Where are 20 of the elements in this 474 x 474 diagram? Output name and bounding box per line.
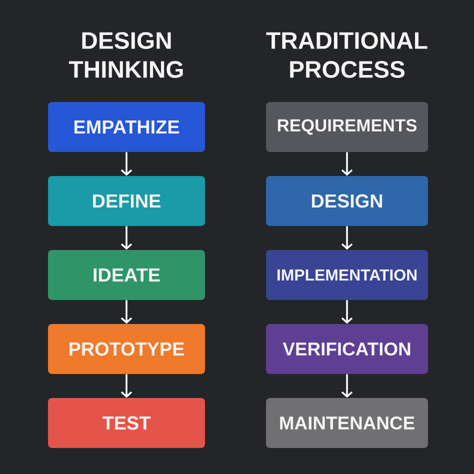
step-box: DEFINE — [48, 176, 205, 226]
step-box: TEST — [48, 398, 205, 448]
step-box: DESIGN — [266, 176, 428, 226]
step-box: VERIFICATION — [266, 324, 428, 374]
arrow — [341, 374, 353, 398]
arrow — [120, 226, 132, 250]
step-box: MAINTENANCE — [266, 398, 428, 448]
column-heading: TRADITIONAL PROCESS — [266, 32, 428, 78]
step-box: REQUIREMENTS — [266, 102, 428, 152]
step-box: EMPATHIZE — [48, 102, 205, 152]
step-box: PROTOTYPE — [48, 324, 205, 374]
arrow — [120, 300, 132, 324]
arrow — [341, 152, 353, 176]
arrow — [341, 226, 353, 250]
arrow — [120, 152, 132, 176]
arrow — [120, 374, 132, 398]
column-heading: DESIGN THINKING — [68, 32, 183, 78]
step-box: IMPLEMENTATION — [266, 250, 428, 300]
arrow — [341, 300, 353, 324]
step-box: IDEATE — [48, 250, 205, 300]
